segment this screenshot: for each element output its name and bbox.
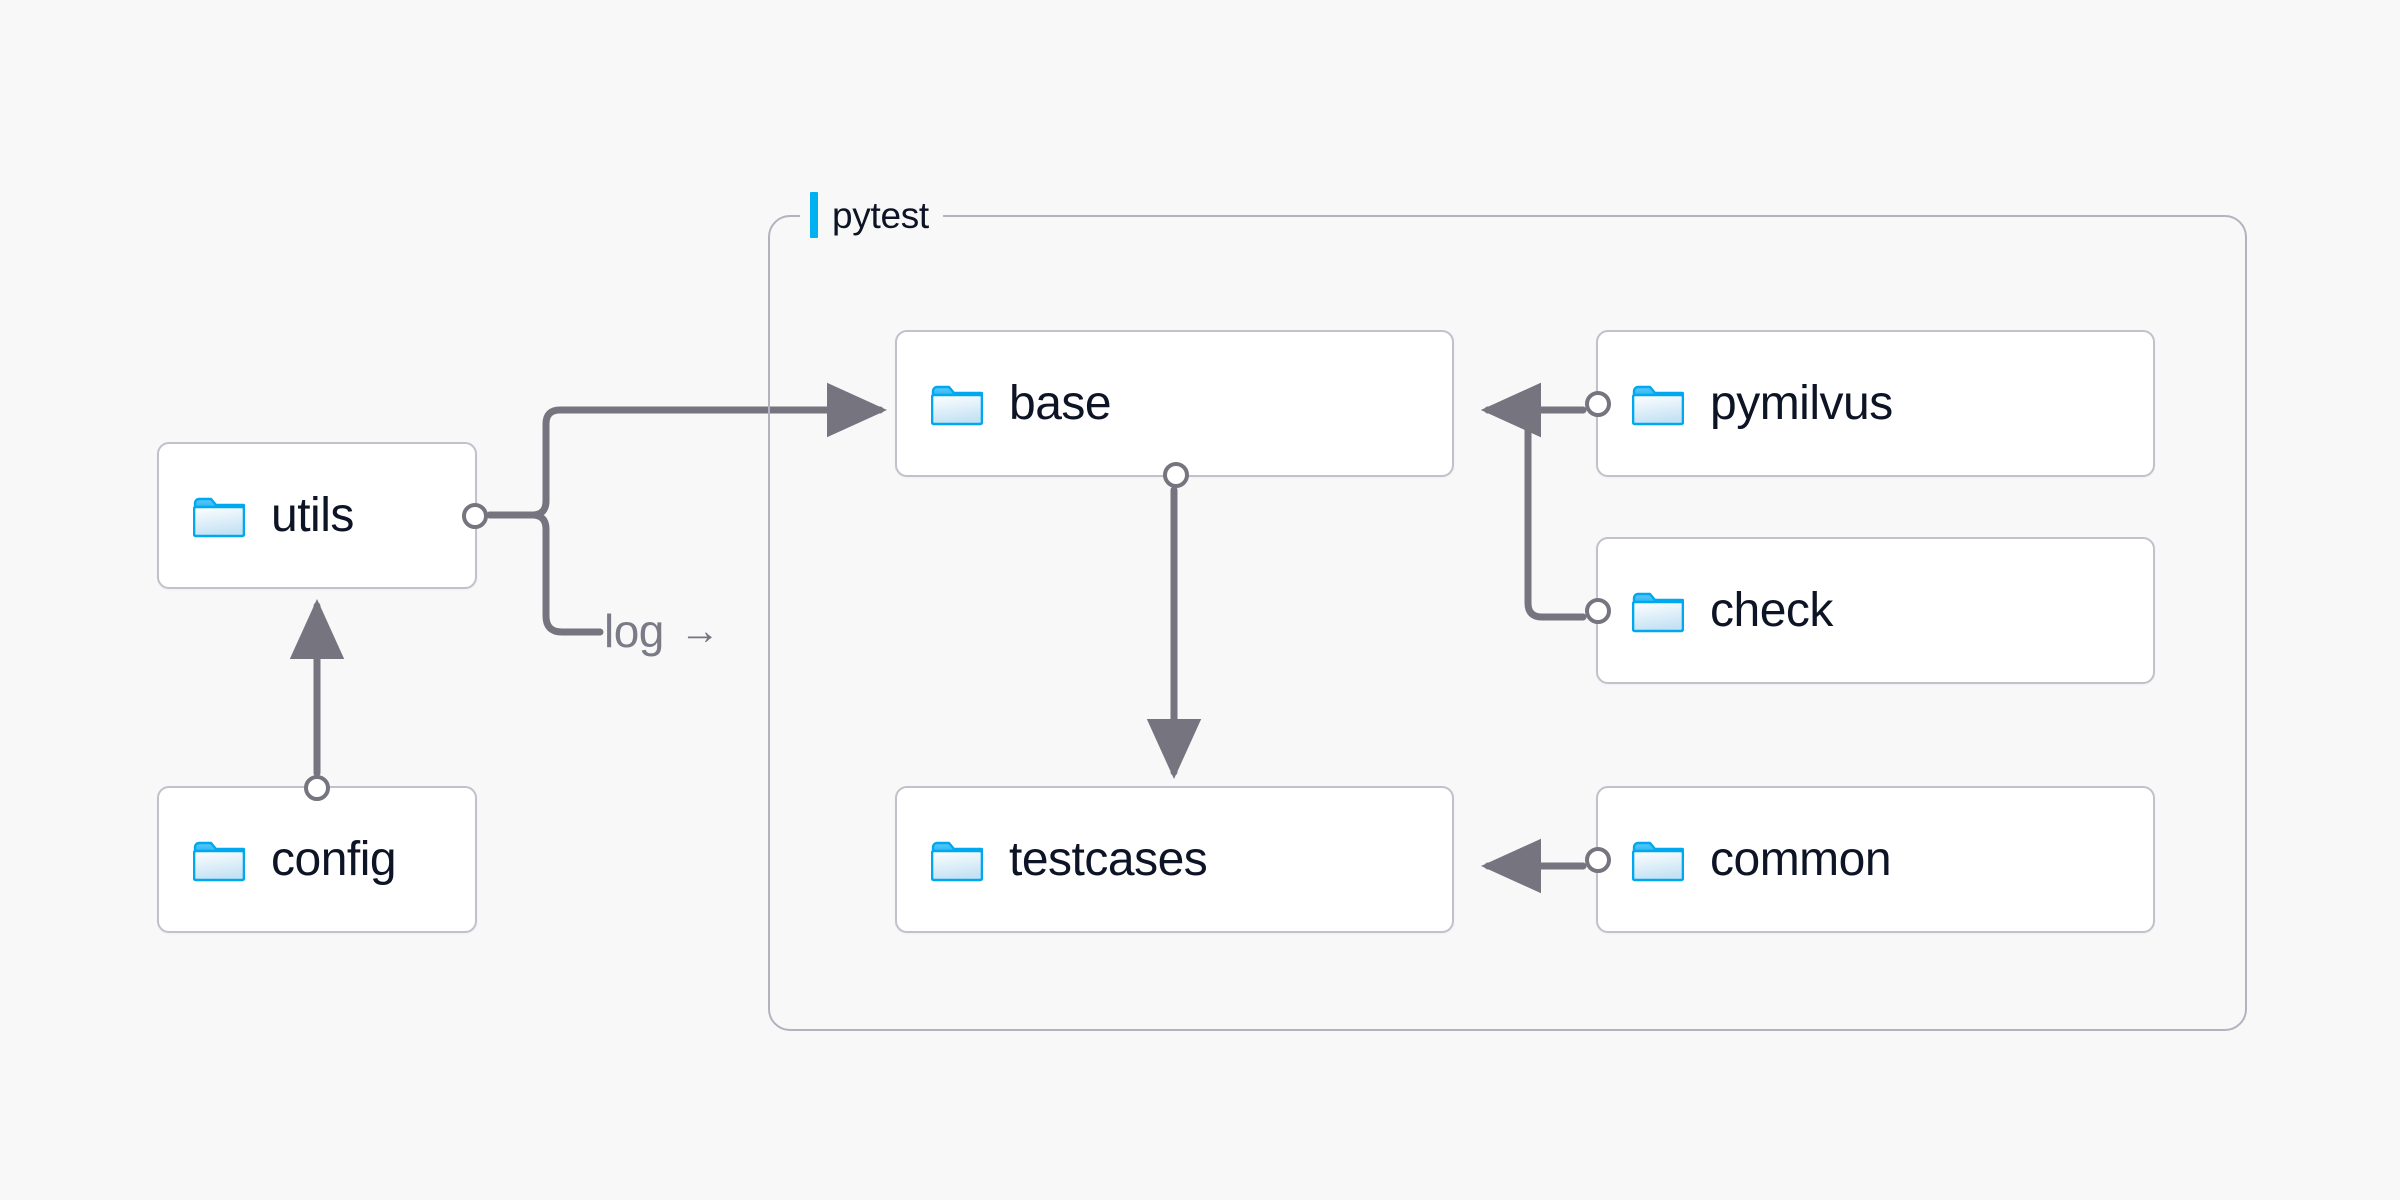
node-check-label: check — [1710, 583, 1833, 637]
arrow-right-icon: → — [679, 609, 720, 653]
folder-icon — [1632, 592, 1684, 632]
folder-icon — [931, 385, 983, 425]
node-config[interactable]: config — [157, 775, 477, 933]
folder-icon — [193, 497, 245, 537]
check-port-left[interactable] — [1585, 597, 1611, 624]
utils-port-right[interactable] — [462, 502, 488, 529]
node-pymilvus-label: pymilvus — [1710, 376, 1893, 430]
edge-label-log: log → — [604, 605, 720, 657]
base-port-bottom[interactable] — [1163, 462, 1189, 488]
node-common-label: common — [1710, 832, 1892, 886]
group-pytest-label-text: pytest — [832, 194, 929, 236]
node-check[interactable]: check — [1585, 537, 2155, 684]
edge-utils-to-log — [486, 511, 604, 636]
node-pymilvus[interactable]: pymilvus — [1585, 330, 2155, 477]
node-utils[interactable]: utils — [157, 442, 488, 589]
folder-icon — [931, 841, 983, 881]
group-pytest[interactable] — [768, 215, 2247, 1031]
folder-icon — [1632, 385, 1684, 425]
node-config-label: config — [271, 832, 397, 886]
pymilvus-port-left[interactable] — [1585, 390, 1611, 417]
folder-icon — [1632, 841, 1684, 881]
group-pytest-label: pytest — [800, 187, 943, 243]
node-base-label: base — [1009, 376, 1112, 430]
node-testcases[interactable]: testcases — [895, 786, 1454, 933]
node-base[interactable]: base — [895, 330, 1454, 488]
group-accent-bar — [810, 192, 818, 238]
config-port-top[interactable] — [304, 775, 330, 801]
node-common[interactable]: common — [1585, 786, 2155, 933]
node-testcases-label: testcases — [1009, 832, 1208, 886]
folder-icon — [193, 841, 245, 881]
common-port-left[interactable] — [1585, 846, 1611, 873]
edge-label-log-text: log — [604, 605, 664, 657]
node-utils-label: utils — [271, 488, 354, 542]
